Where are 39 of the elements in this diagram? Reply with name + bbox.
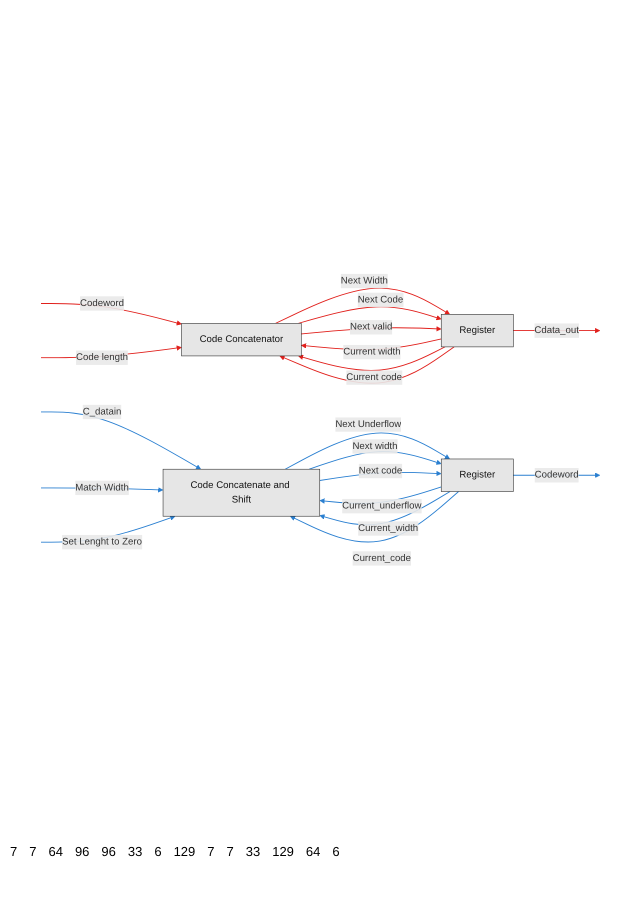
- edge-label: Next code: [358, 466, 402, 476]
- edge-label: Next Underflow: [335, 419, 402, 430]
- bus-width-label: 7: [10, 844, 18, 859]
- bus-width-label: 7: [226, 844, 234, 859]
- bus-width-label: 33: [246, 844, 260, 859]
- bus-width-label: 7: [207, 844, 215, 859]
- arrow: [40, 412, 202, 470]
- bus-width-label: 7: [29, 844, 36, 859]
- edge-label: Next Code: [358, 294, 404, 305]
- node-box: Register: [440, 458, 514, 492]
- arrow: [320, 491, 451, 526]
- edge-label: Current_underflow: [342, 500, 422, 512]
- edge-label: Codeword: [534, 470, 579, 480]
- bus-width-label: 33: [128, 844, 142, 859]
- edge-label: Codeword: [80, 298, 124, 309]
- edge-label: Current_code: [352, 553, 412, 564]
- node-box: Register: [440, 314, 514, 348]
- edge-label: Next Width: [340, 276, 388, 286]
- arrow: [298, 346, 446, 372]
- bus-width-label: 129: [272, 844, 294, 859]
- bus-width-label: 129: [174, 844, 196, 859]
- edge-label: Cdata_out: [534, 325, 579, 336]
- edge-label: Match Width: [75, 482, 129, 493]
- node-box: Code Concatenator: [181, 323, 302, 356]
- edge-label: C_datain: [82, 406, 122, 418]
- edge-label: Code length: [76, 352, 128, 363]
- bus-width-label: 6: [154, 844, 162, 859]
- node-box: Code Concatenate and Shift: [162, 469, 320, 517]
- edge-label: Current width: [343, 346, 401, 358]
- bus-width-label: 64: [306, 844, 320, 859]
- edge-label: Current code: [346, 372, 402, 383]
- bus-width-label: 6: [332, 844, 340, 859]
- edge-label: Next valid: [350, 322, 392, 332]
- edge-label: Next width: [352, 441, 398, 452]
- bus-width-label: 64: [48, 844, 63, 859]
- edge-label: Current_width: [358, 523, 418, 534]
- edge-label: Set Lenght to Zero: [62, 536, 142, 548]
- bus-width-label: 96: [74, 844, 90, 859]
- bus-width-label: 96: [101, 844, 116, 859]
